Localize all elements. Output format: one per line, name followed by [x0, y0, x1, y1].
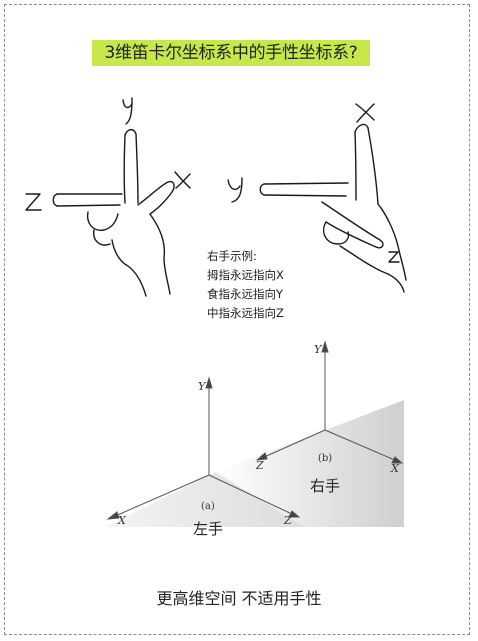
rh-index-tip: [259, 183, 265, 196]
lh-middle-tip: [52, 193, 58, 207]
axes-a: [106, 376, 301, 520]
axis-a-x-label: X: [117, 514, 127, 527]
axis-b-z-line: [261, 429, 326, 459]
left-hand-label: 左手: [193, 520, 224, 538]
rh-y-letter: [227, 177, 243, 203]
lh-curl-2: [93, 229, 111, 246]
axis-b-z-arrow: [255, 452, 268, 461]
axis-b-y-arrow: [321, 340, 329, 353]
page-frame: [4, 4, 470, 635]
example-heading: 右手示例:: [207, 249, 257, 263]
lh-curl-1: [86, 211, 119, 231]
rh-curl: [322, 221, 350, 245]
example-line-middle: 中指永远指向Z: [207, 306, 284, 320]
axis-a-y-label: Y: [198, 380, 207, 393]
axis-a-z-arrow: [288, 510, 301, 518]
rh-wrist-bottom: [339, 245, 405, 293]
axes-b: [255, 340, 404, 464]
left-hand-sketch: [25, 97, 191, 297]
rh-thumb-left: [354, 131, 357, 201]
axis-b-x-line: [324, 429, 398, 462]
footer-note: 更高维空间 不适用手性: [156, 589, 322, 608]
axis-b-z-label: Z: [255, 459, 264, 472]
rh-wrist-right: [377, 203, 407, 281]
right-hand-example: 右手示例: 拇指永远指向X 食指永远指向Y 中指永远指向Z: [207, 247, 284, 323]
axis-b-x-arrow: [391, 456, 404, 464]
rh-x-letter: [355, 103, 375, 123]
lh-index-finger-right: [135, 133, 139, 204]
lh-thumb: [137, 180, 175, 215]
axis-a-y-arrow: [205, 376, 213, 389]
axis-a-x-line: [112, 474, 210, 518]
axis-a-x-arrow: [106, 511, 120, 520]
caption-a: (a): [201, 501, 215, 512]
lh-middle-bottom: [56, 204, 121, 207]
example-line-index: 食指永远指向Y: [207, 287, 284, 301]
rh-middle: [321, 201, 384, 249]
right-hand-label: 右手: [310, 477, 341, 495]
lh-index-tip: [124, 128, 137, 136]
example-line-thumb: 拇指永远指向X: [207, 268, 284, 282]
lh-z-letter: [25, 193, 42, 211]
rh-index-bottom: [263, 194, 347, 197]
lh-x-letter: [174, 171, 191, 189]
lh-y-letter: [122, 97, 133, 125]
axis-a-z-label: Z: [283, 514, 292, 527]
rh-thumb-tip: [354, 123, 369, 133]
right-hand-sketch: [227, 103, 407, 293]
axis-a-z-line: [208, 474, 295, 516]
axis-b-x-label: X: [390, 462, 400, 475]
plane-b-shade: [216, 400, 404, 527]
plane-a-shade: [105, 472, 304, 527]
lh-wrist-left: [111, 239, 147, 297]
lh-wrist-right: [149, 213, 171, 295]
rh-z-letter: [388, 251, 400, 263]
page-title: 3维笛卡尔坐标系中的手性坐标系?: [92, 40, 370, 66]
caption-b: (b): [318, 453, 332, 464]
axis-b-y-label: Y: [314, 343, 323, 356]
rh-index-top: [263, 182, 349, 185]
rh-thumb-right: [367, 127, 379, 205]
lh-index-finger-left: [123, 134, 126, 204]
